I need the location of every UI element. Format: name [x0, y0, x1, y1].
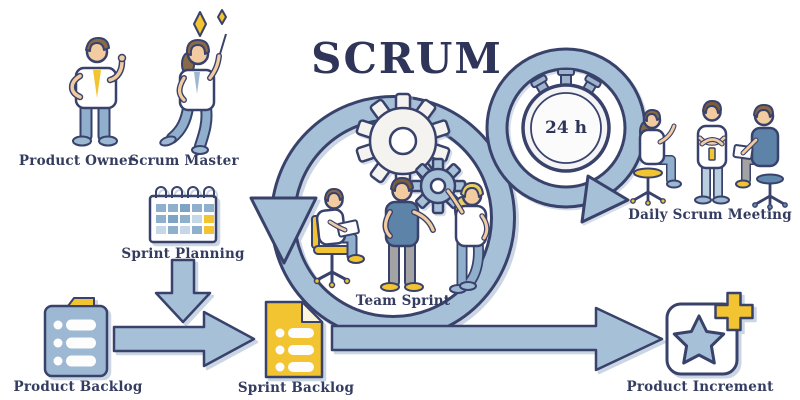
label-daily-scrum-meeting: Daily Scrum Meeting	[628, 207, 792, 223]
developer-reaching-figure	[445, 182, 490, 294]
calendar-spiral-binding-icon	[155, 186, 215, 198]
product-owner-figure	[68, 37, 127, 147]
label-product-increment: Product Increment	[626, 379, 774, 395]
sparkle-icon	[193, 11, 207, 37]
stopwatch-value: 24 h	[545, 118, 587, 138]
label-team-sprint: Team Sprint	[355, 293, 451, 309]
page-fold-icon	[301, 301, 323, 323]
product-backlog-icon	[43, 297, 109, 378]
diagram-title: SCRUM	[311, 34, 503, 83]
folder-tab-icon	[67, 297, 95, 307]
loop-arrowhead-icon	[249, 196, 318, 265]
sprint-planning-calendar-icon	[148, 186, 218, 244]
magic-wand-icon	[219, 33, 227, 55]
daily-scrum-meeting-figures	[630, 100, 788, 210]
daily-loop-arrow	[485, 47, 647, 224]
thumb-up-icon	[117, 53, 127, 63]
sprint-backlog-icon	[264, 300, 324, 379]
label-sprint-backlog: Sprint Backlog	[237, 380, 355, 396]
stopwatch-icon	[521, 68, 611, 173]
yellow-tie-icon	[93, 70, 101, 98]
plus-icon	[714, 291, 754, 332]
meeting-sitting-left-figure	[630, 109, 682, 206]
product-increment-icon	[665, 291, 754, 376]
daily-loop-arrowhead-icon	[580, 174, 630, 224]
team-sprint-figures	[311, 177, 490, 294]
arrow-sprint-planning-down-icon	[154, 258, 212, 324]
arrow-product-to-sprint-backlog-icon	[112, 310, 256, 368]
gear-small-icon	[409, 157, 467, 215]
badge-icon	[708, 147, 716, 161]
developer-standing-figure	[380, 177, 436, 292]
scrum-master-figure	[159, 9, 227, 155]
label-sprint-planning: Sprint Planning	[121, 246, 245, 262]
sparkle-icon	[217, 9, 227, 25]
label-scrum-master: Scrum Master	[129, 153, 239, 169]
star-icon	[672, 314, 726, 365]
label-product-owner: Product Owner	[18, 153, 136, 169]
developer-sitting-figure	[311, 188, 365, 289]
laptop-icon	[336, 219, 360, 238]
label-product-backlog: Product Backlog	[13, 379, 143, 395]
blue-tie-icon	[194, 72, 200, 94]
meeting-sitting-right-figure	[732, 104, 788, 210]
meeting-standing-figure	[694, 100, 730, 205]
main-flow-arrow-icon	[330, 306, 664, 372]
